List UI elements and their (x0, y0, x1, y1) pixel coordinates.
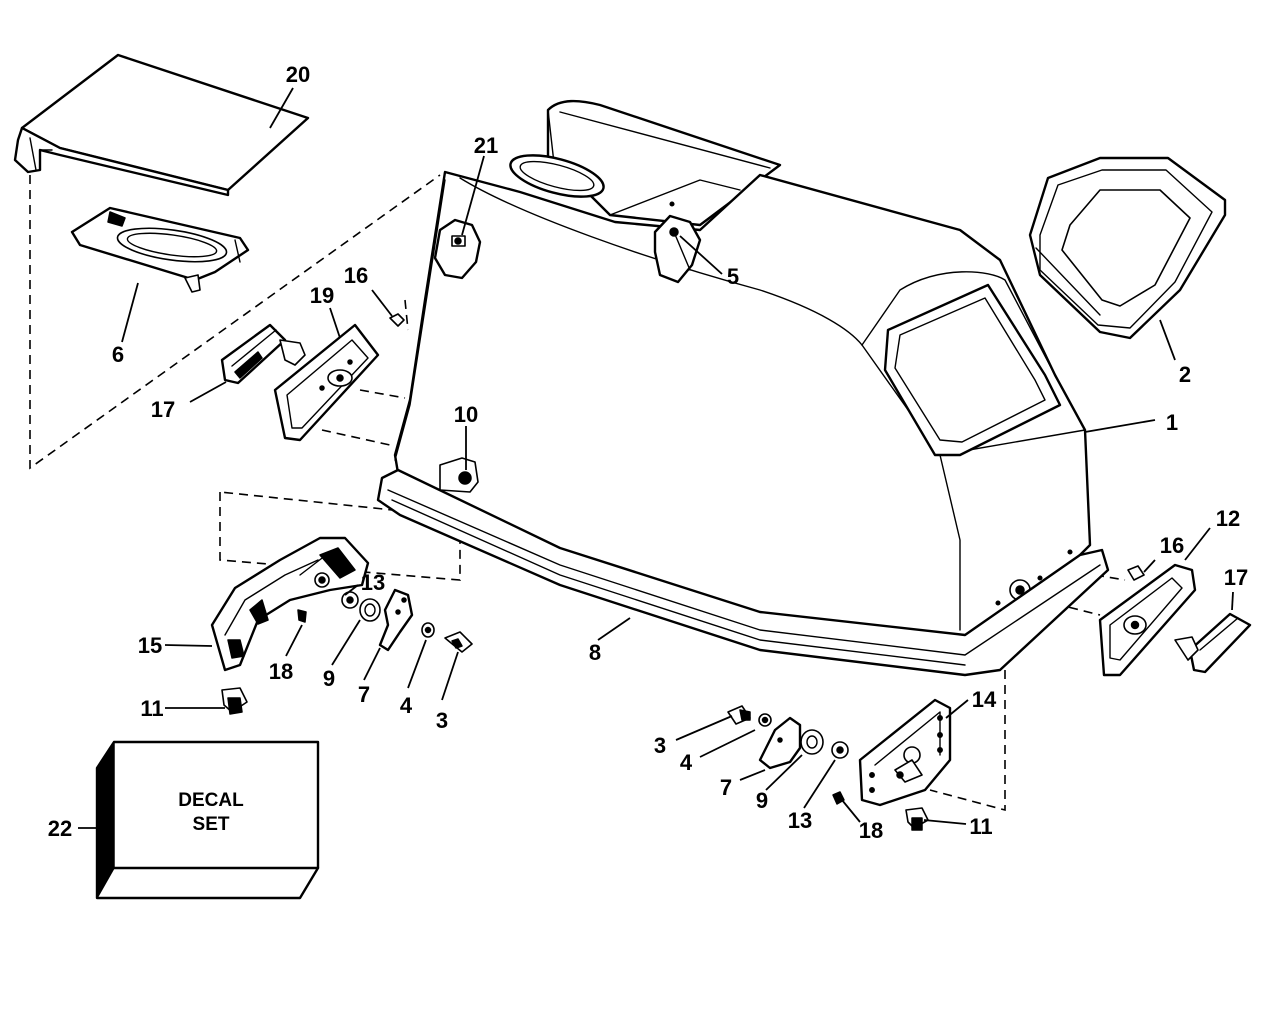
grommet-11-right (905, 807, 929, 831)
callout-1: 1 (1166, 410, 1178, 435)
callout-14: 14 (972, 687, 997, 712)
callout-18-right: 18 (859, 818, 883, 843)
callout-11-right: 11 (969, 814, 992, 839)
callout-16-right: 16 (1160, 533, 1184, 558)
callout-6: 6 (112, 342, 124, 367)
latch-gasket-19 (273, 323, 380, 442)
decal-line2: SET (193, 814, 230, 835)
callout-7-right: 7 (720, 775, 732, 800)
callout-4-right: 4 (680, 750, 693, 775)
bracket-14 (858, 698, 952, 807)
callout-numbers: 20 21 16 19 5 6 17 2 10 1 12 16 17 13 15… (48, 62, 1248, 843)
right-fastener-stack (727, 705, 849, 805)
decal-set-box: DECAL SET (95, 740, 320, 900)
callout-20: 20 (286, 62, 310, 87)
callout-15: 15 (138, 633, 162, 658)
callout-13-right: 13 (788, 808, 812, 833)
callout-5: 5 (727, 264, 739, 289)
callout-12: 12 (1216, 506, 1240, 531)
callout-22: 22 (48, 816, 72, 841)
leader-lines (78, 87, 1234, 829)
callout-2: 2 (1179, 362, 1191, 387)
latch-handle-right (1174, 612, 1252, 674)
callout-8: 8 (589, 640, 601, 665)
callout-11: 11 (140, 696, 163, 721)
callout-17: 17 (151, 397, 175, 422)
assembly-dashed-lines (29, 174, 1126, 812)
knob-21 (433, 218, 482, 280)
pin-16-left (389, 313, 405, 327)
callout-13: 13 (361, 570, 385, 595)
seal-lower-rim (376, 468, 1110, 677)
callout-3: 3 (436, 708, 448, 733)
callout-7: 7 (358, 682, 370, 707)
pin-16-right (1127, 565, 1145, 581)
gasket-plate (70, 206, 250, 293)
callout-4: 4 (400, 693, 413, 718)
callout-17-right: 17 (1224, 565, 1248, 590)
callout-18: 18 (269, 659, 293, 684)
engine-cover (393, 99, 1092, 642)
callout-21: 21 (474, 133, 498, 158)
callout-10: 10 (454, 402, 478, 427)
knob-5 (653, 214, 702, 284)
top-cover-lid (13, 53, 310, 197)
latch-gasket-12 (1098, 563, 1197, 677)
left-fastener-stack (297, 588, 473, 653)
callout-9-right: 9 (756, 788, 768, 813)
callout-19: 19 (310, 283, 334, 308)
callout-9: 9 (323, 666, 335, 691)
callout-16: 16 (344, 263, 368, 288)
window-frame-2 (1028, 156, 1227, 340)
decal-line1: DECAL (178, 790, 244, 811)
latch-handle-left (220, 323, 306, 385)
grommet-11-left (221, 687, 248, 715)
bracket-15 (210, 536, 370, 672)
callout-3-right: 3 (654, 733, 666, 758)
